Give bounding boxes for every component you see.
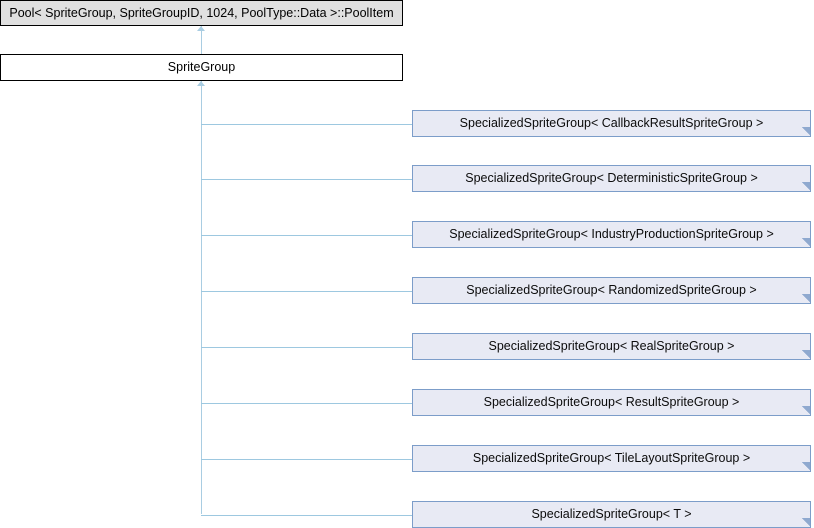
- node-spritegroup[interactable]: SpriteGroup: [0, 54, 403, 81]
- folded-corner-icon: [801, 127, 810, 136]
- folded-corner-icon: [801, 238, 810, 247]
- node-label: SpecializedSpriteGroup< RandomizedSprite…: [466, 283, 757, 298]
- arrowhead-to-ancestor: [197, 26, 205, 31]
- node-derived-0[interactable]: SpecializedSpriteGroup< CallbackResultSp…: [412, 110, 811, 137]
- folded-corner-icon: [801, 406, 810, 415]
- node-label: SpecializedSpriteGroup< DeterministicSpr…: [465, 171, 758, 186]
- node-label: SpecializedSpriteGroup< TileLayoutSprite…: [472, 451, 751, 466]
- node-label: SpecializedSpriteGroup< ResultSpriteGrou…: [483, 395, 740, 410]
- folded-corner-icon: [801, 518, 810, 527]
- node-derived-1[interactable]: SpecializedSpriteGroup< DeterministicSpr…: [412, 165, 811, 192]
- node-derived-7[interactable]: SpecializedSpriteGroup< T >: [412, 501, 811, 528]
- node-label: SpecializedSpriteGroup< RealSpriteGroup …: [488, 339, 735, 354]
- edge-trunk-to-derived-3: [201, 291, 412, 292]
- edge-trunk-to-derived-6: [201, 459, 412, 460]
- node-label: Pool< SpriteGroup, SpriteGroupID, 1024, …: [9, 5, 394, 20]
- node-derived-4[interactable]: SpecializedSpriteGroup< RealSpriteGroup …: [412, 333, 811, 360]
- folded-corner-icon: [801, 350, 810, 359]
- edge-trunk-vertical: [201, 81, 202, 514]
- edge-trunk-to-derived-1: [201, 179, 412, 180]
- edge-trunk-to-derived-5: [201, 403, 412, 404]
- node-label: SpecializedSpriteGroup< T >: [531, 507, 692, 522]
- folded-corner-icon: [801, 294, 810, 303]
- node-label: SpecializedSpriteGroup< CallbackResultSp…: [459, 116, 764, 131]
- node-derived-2[interactable]: SpecializedSpriteGroup< IndustryProducti…: [412, 221, 811, 248]
- node-derived-3[interactable]: SpecializedSpriteGroup< RandomizedSprite…: [412, 277, 811, 304]
- node-label: SpriteGroup: [167, 60, 236, 75]
- edge-trunk-to-derived-4: [201, 347, 412, 348]
- node-derived-6[interactable]: SpecializedSpriteGroup< TileLayoutSprite…: [412, 445, 811, 472]
- node-derived-5[interactable]: SpecializedSpriteGroup< ResultSpriteGrou…: [412, 389, 811, 416]
- node-pool-poolitem[interactable]: Pool< SpriteGroup, SpriteGroupID, 1024, …: [0, 0, 403, 26]
- edge-trunk-to-derived-7: [201, 515, 412, 516]
- edge-trunk-to-derived-0: [201, 124, 412, 125]
- folded-corner-icon: [801, 182, 810, 191]
- folded-corner-icon: [801, 462, 810, 471]
- edge-trunk-to-derived-2: [201, 235, 412, 236]
- edge-ancestor-to-current: [201, 26, 202, 54]
- node-label: SpecializedSpriteGroup< IndustryProducti…: [449, 227, 774, 242]
